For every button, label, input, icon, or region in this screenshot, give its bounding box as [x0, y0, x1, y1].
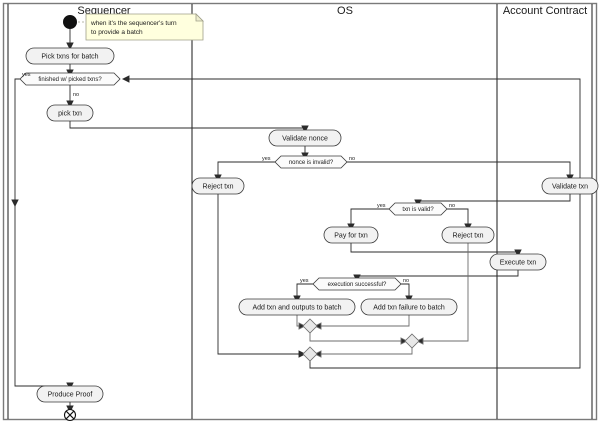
- node-add-txn-and-outputs-to-batch[interactable]: Add txn and outputs to batch: [238, 298, 356, 316]
- node-txn-is-valid-label: txn is valid?: [402, 207, 434, 213]
- node-start[interactable]: [63, 15, 77, 29]
- node-execute-txn[interactable]: Execute txn: [489, 253, 547, 271]
- node-finished-w-picked-txns-label: finished w/ picked txns?: [38, 77, 102, 83]
- node-produce-proof-label: Produce Proof: [48, 391, 93, 398]
- edge-txn-valid-no-to-reject: [447, 208, 469, 227]
- node-reject-txn-invalid-label: Reject txn: [452, 232, 483, 239]
- node-pick-txn[interactable]: pick txn: [46, 104, 94, 122]
- edge-txn-valid-yes-to-pay: [350, 208, 389, 227]
- node-end[interactable]: [63, 408, 77, 422]
- guard-txn-valid-yes: yes: [377, 203, 386, 209]
- note-text-line-2: to provide a batch: [91, 29, 143, 36]
- edge-validate-txn-to-txn-valid: [417, 194, 571, 204]
- edge-reject-invalid-to-merge-validity: [420, 243, 469, 342]
- edge-merge-nonce-loop-back-to-finished: [126, 78, 581, 369]
- node-nonce-is-invalid[interactable]: nonce is invalid?: [274, 155, 348, 169]
- node-validate-txn[interactable]: Validate txn: [541, 177, 599, 195]
- node-pick-txns-for-batch-label: Pick txns for batch: [41, 53, 98, 60]
- node-produce-proof[interactable]: Produce Proof: [36, 385, 104, 403]
- edge-finished-yes-to-produce-proof: [14, 78, 67, 387]
- guard-finished-yes: yes: [22, 72, 31, 78]
- edge-exec-no-to-add-failure: [401, 283, 410, 299]
- note-sequencer-turn: when it's the sequencer's turn to provid…: [85, 13, 204, 41]
- guard-nonce-yes: yes: [262, 156, 271, 162]
- node-pay-for-txn[interactable]: Pay for txn: [323, 226, 379, 244]
- guard-nonce-no: no: [349, 156, 355, 162]
- arrow-add-failure-to-merge: [313, 322, 322, 330]
- edge-nonce-no-to-validate-txn: [347, 161, 571, 178]
- arrow-reject-invalid-to-merge-validity: [415, 337, 424, 345]
- edge-merge-validity-to-merge-nonce: [318, 348, 413, 355]
- node-merge-nonce[interactable]: [302, 346, 318, 362]
- edge-reject-nonce-to-merge-nonce: [217, 194, 302, 355]
- guard-exec-yes: yes: [300, 278, 309, 284]
- node-finished-w-picked-txns[interactable]: finished w/ picked txns?: [19, 72, 121, 86]
- guard-labels: yes no yes no yes no yes no: [22, 72, 455, 284]
- lane-title-os: OS: [337, 5, 353, 17]
- edge-exec-yes-to-add-outputs: [296, 283, 313, 299]
- node-add-txn-failure-to-batch-label: Add txn failure to batch: [373, 304, 445, 311]
- arrow-merge-exec-to-merge-validity: [400, 337, 409, 345]
- node-reject-txn-nonce-label: Reject txn: [202, 183, 233, 190]
- arrow-add-outputs-to-merge: [298, 322, 307, 330]
- arrow-merge-validity-to-merge-nonce: [313, 350, 322, 358]
- guard-finished-no: no: [73, 92, 79, 98]
- node-execution-successful[interactable]: execution successful?: [312, 277, 402, 291]
- lane-title-account-contract: Account Contract: [503, 5, 587, 17]
- note-text-line-1: when it's the sequencer's turn: [90, 20, 177, 27]
- node-nonce-is-invalid-label: nonce is invalid?: [289, 160, 334, 166]
- guard-txn-valid-no: no: [449, 203, 455, 209]
- arrow-start-to-pick-batch: [66, 42, 74, 51]
- node-pick-txn-label: pick txn: [58, 110, 82, 117]
- arrow-loop-back-to-finished: [121, 75, 130, 83]
- node-reject-txn-invalid[interactable]: Reject txn: [441, 226, 495, 244]
- edge-pick-txn-to-validate-nonce: [69, 121, 306, 130]
- node-add-txn-failure-to-batch[interactable]: Add txn failure to batch: [360, 298, 458, 316]
- arrow-finished-no-to-pick-txn: [66, 100, 74, 109]
- arrow-pick-txn-to-validate-nonce: [301, 125, 309, 134]
- arrow-left-rail-down: [11, 199, 19, 208]
- node-merge-validity[interactable]: [404, 333, 420, 349]
- node-validate-nonce-label: Validate nonce: [282, 135, 328, 142]
- arrow-pay-to-execute: [514, 249, 522, 258]
- node-merge-execution-results[interactable]: [302, 318, 318, 334]
- node-pay-for-txn-label: Pay for txn: [334, 232, 368, 239]
- node-reject-txn-nonce[interactable]: Reject txn: [191, 177, 245, 195]
- node-execution-successful-label: execution successful?: [328, 282, 387, 288]
- node-txn-is-valid[interactable]: txn is valid?: [388, 202, 448, 216]
- guard-exec-no: no: [403, 278, 409, 284]
- node-add-txn-and-outputs-to-batch-label: Add txn and outputs to batch: [252, 304, 341, 311]
- node-validate-txn-label: Validate txn: [552, 183, 588, 190]
- arrow-reject-nonce-to-merge-nonce: [298, 350, 307, 358]
- flow-edges: [11, 29, 581, 414]
- edge-merge-exec-to-merge-validity: [309, 333, 404, 342]
- node-pick-txns-for-batch[interactable]: Pick txns for batch: [25, 47, 115, 65]
- node-execute-txn-label: Execute txn: [500, 259, 537, 266]
- edge-add-failure-to-merge: [318, 315, 410, 327]
- node-validate-nonce[interactable]: Validate nonce: [268, 129, 342, 147]
- edge-nonce-yes-to-reject: [217, 161, 275, 178]
- edge-pay-to-execute: [350, 243, 519, 254]
